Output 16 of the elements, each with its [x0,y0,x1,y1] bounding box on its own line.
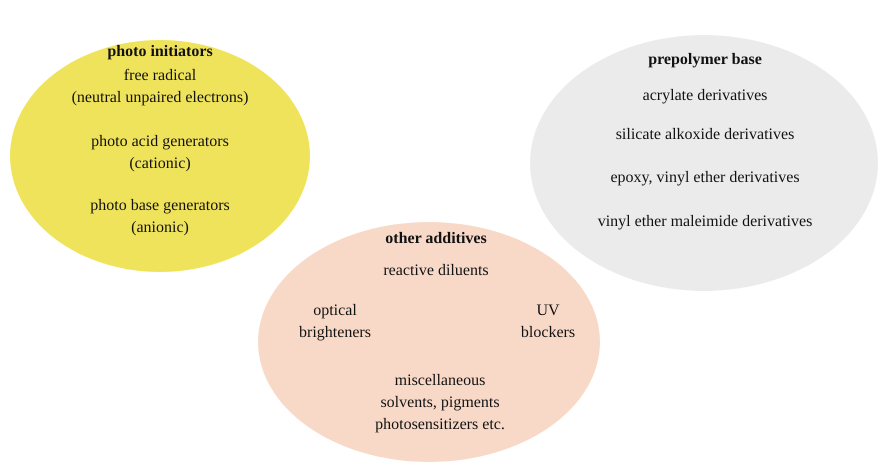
list-item: silicate alkoxide derivatives [616,125,794,145]
category-heading: photo initiators [107,42,213,62]
list-item: vinyl ether maleimide derivatives [598,212,812,232]
list-item: photo acid generators (cationic) [91,132,229,174]
list-item: optical brighteners [299,301,371,343]
list-item: UV blockers [520,301,576,343]
list-item: photo base generators (anionic) [90,196,230,238]
list-item: miscellaneous solvents, pigments photosensitizers etc. [375,371,505,435]
category-heading: prepolymer base [648,50,762,70]
list-item: free radical (neutral unpaired electrons) [72,66,248,108]
list-item: epoxy, vinyl ether derivatives [610,168,800,188]
list-item: acrylate derivatives [642,86,768,106]
ellipse-node [530,35,878,291]
ellipse-node [10,40,310,272]
category-heading: other additives [385,229,487,249]
list-item: reactive diluents [383,261,489,281]
